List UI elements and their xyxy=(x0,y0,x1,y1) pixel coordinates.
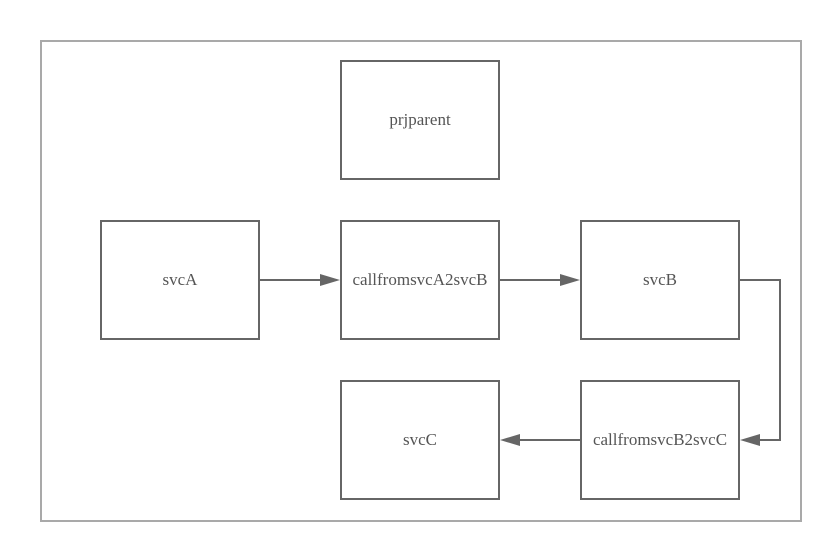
node-svcC-label: svcC xyxy=(403,429,437,449)
node-prjparent-label: prjparent xyxy=(389,109,451,129)
node-svcA[interactable]: svcA xyxy=(100,220,260,340)
node-svcA-label: svcA xyxy=(162,269,198,289)
node-svcB-label: svcB xyxy=(643,269,677,289)
diagram-frame xyxy=(40,40,802,522)
node-callfromsvcA2svcB[interactable]: callfromsvcA2svcB xyxy=(340,220,500,340)
node-svcB[interactable]: svcB xyxy=(580,220,740,340)
node-callfromsvcB2svcC-label: callfromsvcB2svcC xyxy=(592,429,728,449)
node-svcC[interactable]: svcC xyxy=(340,380,500,500)
node-callfromsvcB2svcC[interactable]: callfromsvcB2svcC xyxy=(580,380,740,500)
node-prjparent[interactable]: prjparent xyxy=(340,60,500,180)
node-callfromsvcA2svcB-label: callfromsvcA2svcB xyxy=(352,269,488,289)
